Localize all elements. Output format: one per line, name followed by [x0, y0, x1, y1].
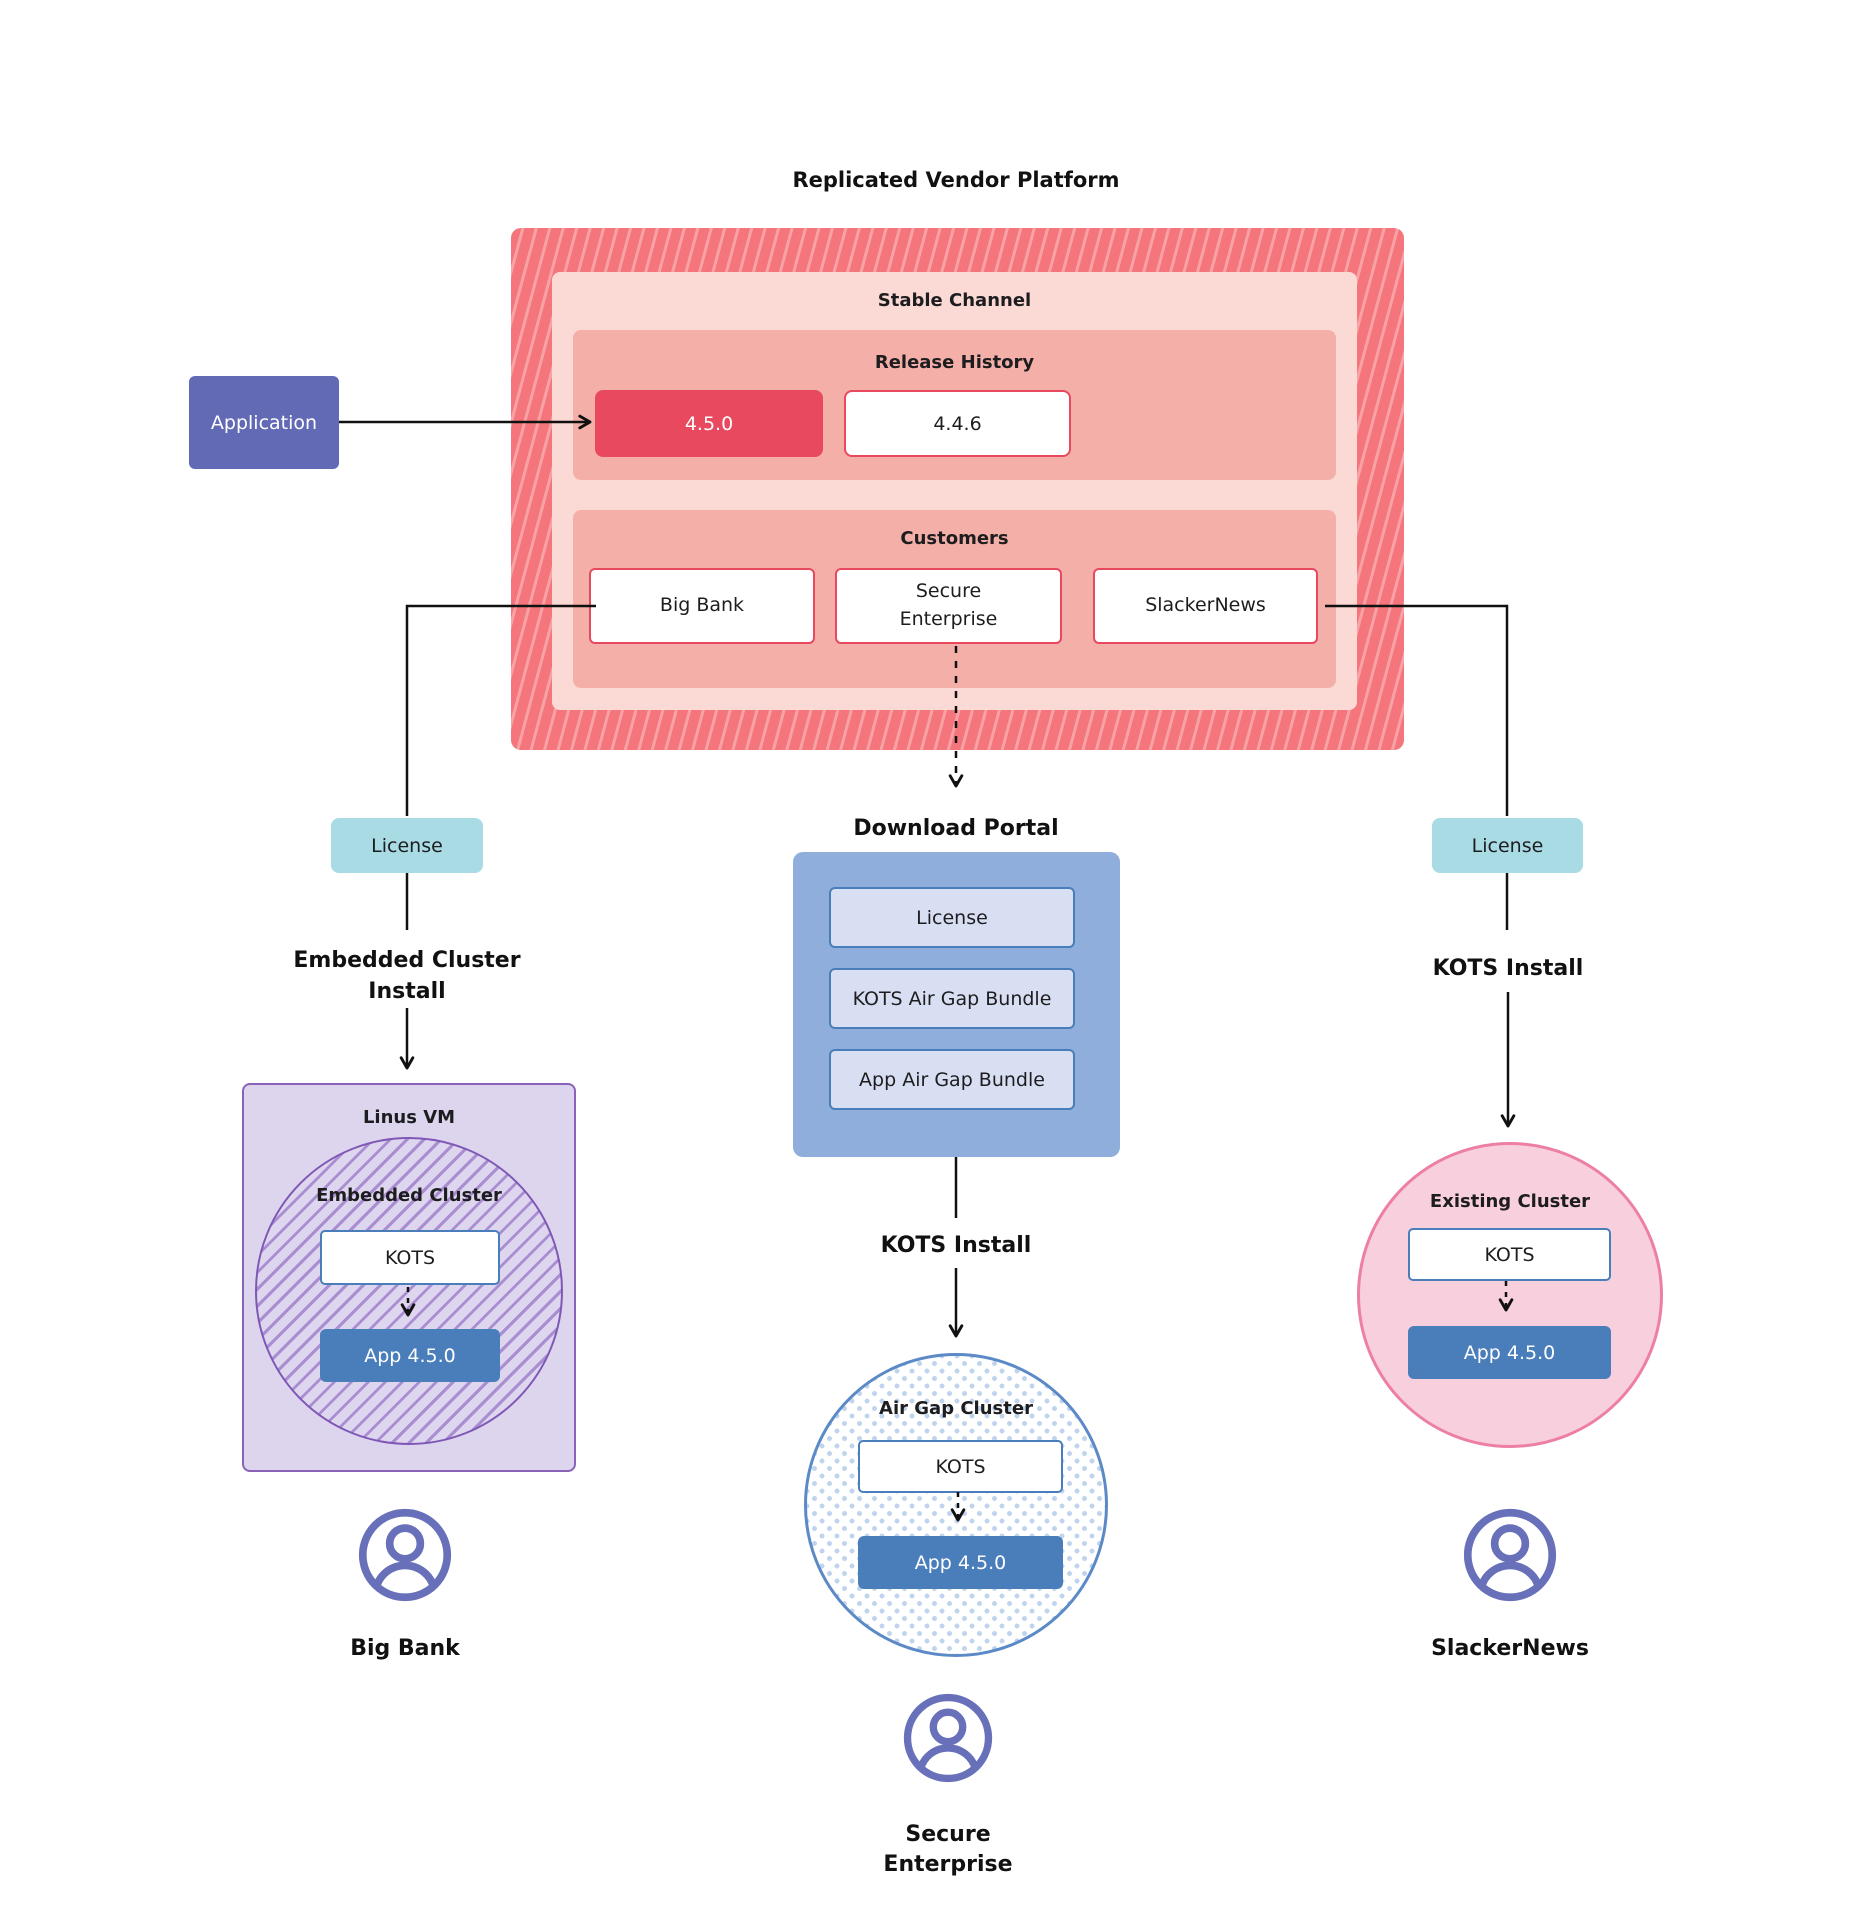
kots-label: KOTS [384, 1246, 436, 1269]
vm-label: Linus VM [362, 1107, 456, 1128]
kots-label: KOTS [1484, 1243, 1535, 1266]
customer-node-big-bank: Big Bank [589, 568, 815, 644]
portal-item-kots-airgap-bundle: KOTS Air Gap Bundle [829, 968, 1075, 1029]
diagram-title: Replicated Vendor Platform [792, 168, 1120, 192]
kots-install-label-middle: KOTS Install [880, 1233, 1032, 1258]
kots-node-left: KOTS [320, 1230, 500, 1285]
download-portal-label: Download Portal [853, 816, 1059, 841]
release-node-previous: 4.4.6 [844, 390, 1071, 457]
air-gap-cluster-label: Air Gap Cluster [879, 1398, 1033, 1419]
person-icon-secure-enterprise [903, 1693, 993, 1783]
app-node-middle: App 4.5.0 [858, 1536, 1063, 1589]
embedded-cluster-install-label: Embedded Cluster Install [293, 948, 521, 1004]
kots-install-label-right: KOTS Install [1432, 956, 1584, 981]
person-name-big-bank: Big Bank [350, 1636, 460, 1661]
release-history-label: Release History [874, 352, 1035, 373]
stable-channel-label: Stable Channel [877, 290, 1032, 311]
application-node: Application [189, 376, 339, 469]
kots-node-right: KOTS [1408, 1228, 1611, 1281]
license-chip-right: License [1432, 818, 1583, 873]
stable-channel-box: Stable Channel Release History 4.5.0 4.4… [552, 272, 1357, 710]
kots-label: KOTS [935, 1455, 986, 1478]
kots-node-middle: KOTS [858, 1440, 1063, 1493]
embedded-cluster-circle [255, 1137, 563, 1445]
app-label: App 4.5.0 [1463, 1341, 1556, 1364]
customer-name: Secure Enterprise [899, 580, 998, 630]
application-label: Application [210, 411, 318, 434]
person-icon-big-bank [358, 1508, 452, 1602]
app-label: App 4.5.0 [364, 1344, 456, 1367]
app-node-left: App 4.5.0 [320, 1329, 500, 1382]
portal-item-label: License [916, 906, 988, 929]
existing-cluster-circle: Existing Cluster KOTS App 4.5.0 [1357, 1142, 1663, 1448]
person-icon-slackernews [1463, 1508, 1557, 1602]
download-portal-box: License KOTS Air Gap Bundle App Air Gap … [793, 852, 1120, 1157]
air-gap-cluster-circle: Air Gap Cluster KOTS App 4.5.0 [804, 1353, 1108, 1657]
customers-label: Customers [900, 528, 1009, 549]
portal-item-label: App Air Gap Bundle [859, 1068, 1045, 1091]
release-history-box: Release History 4.5.0 4.4.6 [573, 330, 1336, 480]
linux-vm-box: Linus VM Embedded Cluster KOTS App 4.5.0 [242, 1083, 576, 1472]
person-name-slackernews: SlackerNews [1431, 1636, 1589, 1661]
license-label: License [371, 834, 443, 857]
existing-cluster-label: Existing Cluster [1429, 1191, 1591, 1212]
license-label: License [1471, 834, 1544, 857]
customer-node-slackernews: SlackerNews [1093, 568, 1318, 644]
portal-item-app-airgap-bundle: App Air Gap Bundle [829, 1049, 1075, 1110]
customer-name: Big Bank [659, 594, 745, 617]
app-node-right: App 4.5.0 [1408, 1326, 1611, 1379]
release-node-current: 4.5.0 [595, 390, 823, 457]
person-name-secure-enterprise: Secure Enterprise [883, 1822, 1013, 1877]
license-chip-left: License [331, 818, 483, 873]
portal-item-label: KOTS Air Gap Bundle [852, 987, 1052, 1010]
customer-node-secure-enterprise: Secure Enterprise [835, 568, 1062, 644]
customers-box: Customers Big Bank Secure Enterprise Sla… [573, 510, 1336, 688]
customer-name: SlackerNews [1145, 594, 1266, 617]
embedded-cluster-label: Embedded Cluster [316, 1185, 502, 1206]
portal-item-license: License [829, 887, 1075, 948]
release-version: 4.5.0 [684, 412, 734, 435]
vendor-platform-box: Stable Channel Release History 4.5.0 4.4… [511, 228, 1404, 750]
app-label: App 4.5.0 [914, 1551, 1007, 1574]
release-version: 4.4.6 [933, 412, 982, 435]
